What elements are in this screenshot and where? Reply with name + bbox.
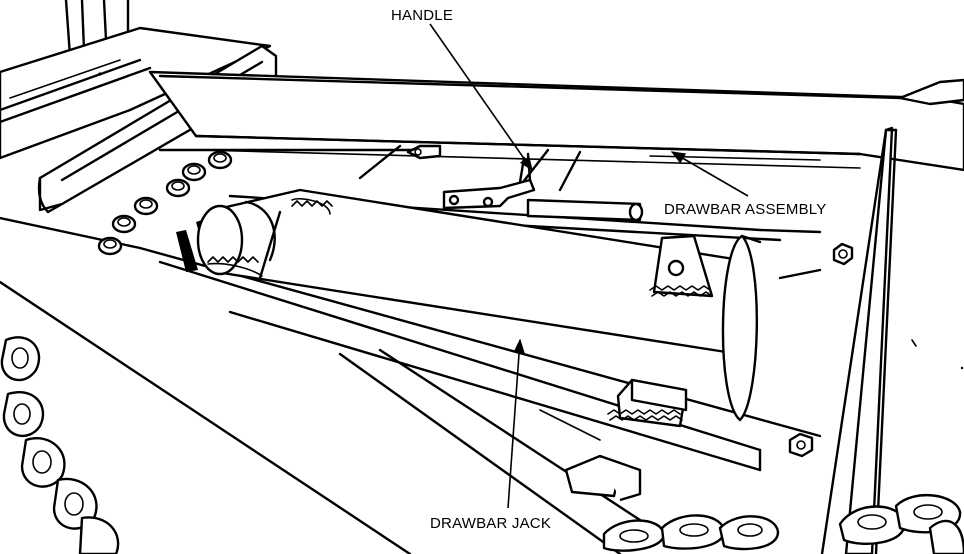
bolt-4-icon [133,196,159,216]
left-chain [0,336,120,554]
weld-marks [207,200,333,263]
bottom-chain [602,514,780,552]
bolt-3-icon [165,178,191,198]
small-marks [98,72,964,370]
right-wedge [898,78,964,106]
bolt-6-icon [97,236,123,256]
drawbar-assembly-label: DRAWBAR ASSEMBLY [664,201,826,218]
lower-block [564,454,642,502]
bolt-5-icon [111,214,137,234]
drawbar-jack-leader [507,338,525,509]
drawbar-jack-label: DRAWBAR JACK [430,515,551,532]
jack-bracket [649,234,714,298]
jack-end-disc [721,234,762,422]
side-bolt-1-icon [832,242,854,266]
drawbar-assembly-leader [670,151,749,197]
leader-lines [429,23,749,509]
handle-label: HANDLE [391,7,453,24]
bolt-1-icon [207,150,233,170]
right-side-bar [788,126,898,554]
handle-lever [442,152,644,222]
side-bolt-2-icon [788,432,814,458]
handle-leader [429,23,533,172]
pad-block [607,378,688,428]
lower-frame-beam [0,216,822,554]
right-chain [838,493,964,554]
handle-clip [406,144,442,160]
drawbar-rail [148,70,964,172]
bolt-2-icon [181,162,207,182]
